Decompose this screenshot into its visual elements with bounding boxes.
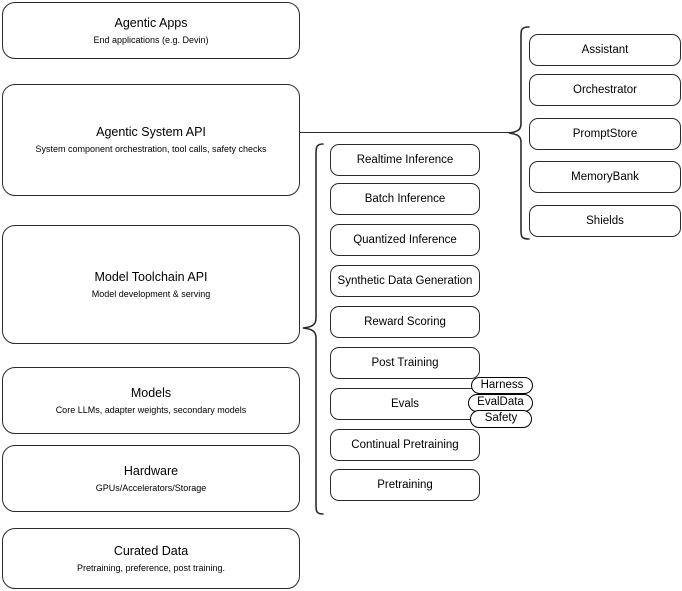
capability-pretraining[interactable]: Pretraining xyxy=(330,469,480,501)
brace-toolchain-capabilities xyxy=(302,143,324,515)
component-shields[interactable]: Shields xyxy=(529,205,681,237)
component-label: MemoryBank xyxy=(571,171,639,183)
layer-title: Agentic Apps xyxy=(114,15,188,30)
layer-title: Agentic System API xyxy=(96,125,206,139)
capability-label: Reward Scoring xyxy=(364,316,446,328)
capability-evals[interactable]: Evals xyxy=(330,388,480,420)
brace-system-components xyxy=(508,26,530,240)
eval-tag-label: EvalData xyxy=(477,396,524,409)
capability-label: Pretraining xyxy=(377,479,433,491)
connector-line-system-api-to-components xyxy=(300,132,510,134)
layer-title: Hardware xyxy=(123,463,179,478)
capability-label: Realtime Inference xyxy=(356,154,454,166)
eval-tag-safety[interactable]: Safety xyxy=(470,410,532,428)
layer-title: Curated Data xyxy=(113,543,189,558)
layer-card-curated-data[interactable]: Curated Data Pretraining, preference, po… xyxy=(2,528,300,589)
capability-label: Continual Pretraining xyxy=(351,439,459,451)
capability-reward-scoring[interactable]: Reward Scoring xyxy=(330,306,480,338)
component-label: Shields xyxy=(586,215,624,227)
component-assistant[interactable]: Assistant xyxy=(529,34,681,66)
component-promptstore[interactable]: PromptStore xyxy=(529,118,681,150)
eval-tag-label: Harness xyxy=(480,378,524,391)
capability-quantized-inference[interactable]: Quantized Inference xyxy=(330,224,480,256)
layer-subtitle: Pretraining, preference, post training. xyxy=(76,562,226,573)
component-label: PromptStore xyxy=(572,128,638,140)
layer-subtitle: Model development & serving xyxy=(91,288,211,299)
capability-continual-pretraining[interactable]: Continual Pretraining xyxy=(330,429,480,461)
component-memorybank[interactable]: MemoryBank xyxy=(529,161,681,193)
capability-realtime-inference[interactable]: Realtime Inference xyxy=(330,144,480,176)
capability-post-training[interactable]: Post Training xyxy=(330,347,480,379)
eval-tag-harness[interactable]: Harness xyxy=(471,377,533,394)
layer-card-models[interactable]: Models Core LLMs, adapter weights, secon… xyxy=(2,367,300,434)
component-label: Assistant xyxy=(581,44,629,56)
capability-label: Post Training xyxy=(371,357,439,369)
capability-label: Evals xyxy=(390,398,420,410)
layer-subtitle: GPUs/Accelerators/Storage xyxy=(95,482,207,493)
layer-card-agentic-apps[interactable]: Agentic Apps End applications (e.g. Devi… xyxy=(2,2,300,59)
layer-subtitle: System component orchestration, tool cal… xyxy=(35,144,267,154)
component-label: Orchestrator xyxy=(573,84,637,96)
capability-label: Synthetic Data Generation xyxy=(337,275,473,287)
layer-card-hardware[interactable]: Hardware GPUs/Accelerators/Storage xyxy=(2,445,300,512)
layer-title: Model Toolchain API xyxy=(94,269,208,284)
layer-card-agentic-system-api[interactable]: Agentic System API System component orch… xyxy=(2,84,300,196)
component-orchestrator[interactable]: Orchestrator xyxy=(529,74,681,106)
capability-label: Batch Inference xyxy=(364,193,446,205)
eval-tag-label: Safety xyxy=(484,412,518,425)
layer-subtitle: Core LLMs, adapter weights, secondary mo… xyxy=(55,404,247,415)
capability-label: Quantized Inference xyxy=(353,234,457,246)
layer-title: Models xyxy=(130,385,172,400)
layer-subtitle: End applications (e.g. Devin) xyxy=(93,34,209,45)
capability-batch-inference[interactable]: Batch Inference xyxy=(330,183,480,215)
layer-card-model-toolchain-api[interactable]: Model Toolchain API Model development & … xyxy=(2,225,300,344)
capability-synthetic-data-generation[interactable]: Synthetic Data Generation xyxy=(330,265,480,297)
